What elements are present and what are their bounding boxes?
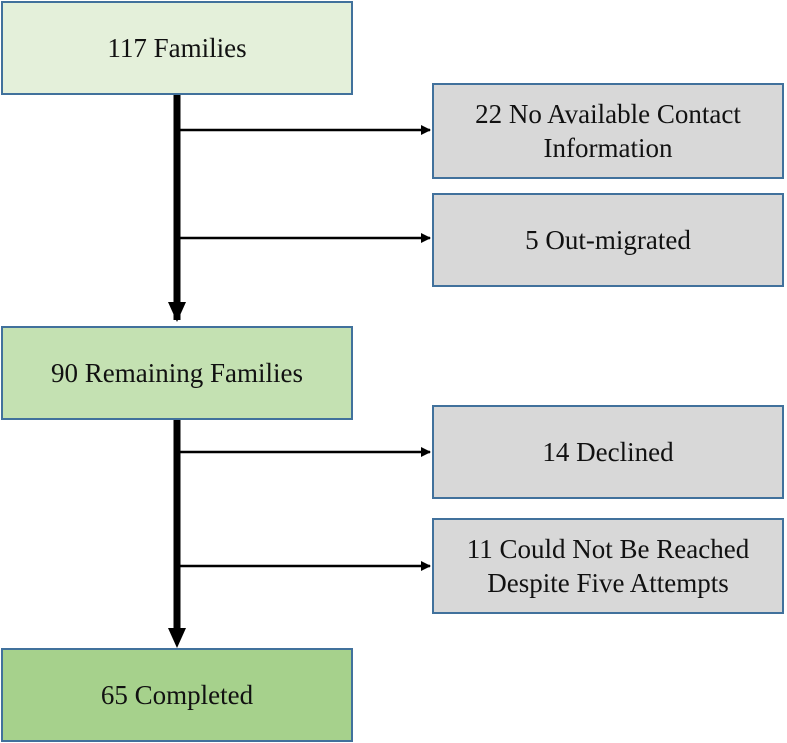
box-label: 117 Families <box>107 33 247 63</box>
box-label: 65 Completed <box>100 680 254 710</box>
box-label-line2: Despite Five Attempts <box>487 568 729 598</box>
box-117-families: 117 Families <box>1 1 353 95</box>
box-label-line1: 11 Could Not Be Reached <box>466 534 750 564</box>
box-label: 5 Out-migrated <box>525 225 691 255</box>
box-remaining-families: 90 Remaining Families <box>1 326 353 420</box>
box-out-migrated: 5 Out-migrated <box>432 193 784 287</box>
main-arrowhead-2 <box>168 628 186 648</box>
main-arrowhead-1 <box>168 302 186 322</box>
box-not-reached: 11 Could Not Be Reached Despite Five Att… <box>432 518 784 614</box>
box-completed: 65 Completed <box>1 648 353 742</box>
box-label-line2: Information <box>543 133 673 163</box>
box-declined: 14 Declined <box>432 405 784 499</box>
box-label: 90 Remaining Families <box>51 358 303 388</box>
box-label-line1: 22 No Available Contact <box>475 99 741 129</box>
box-no-contact-info: 22 No Available Contact Information <box>432 83 784 179</box>
box-label: 14 Declined <box>542 437 674 467</box>
